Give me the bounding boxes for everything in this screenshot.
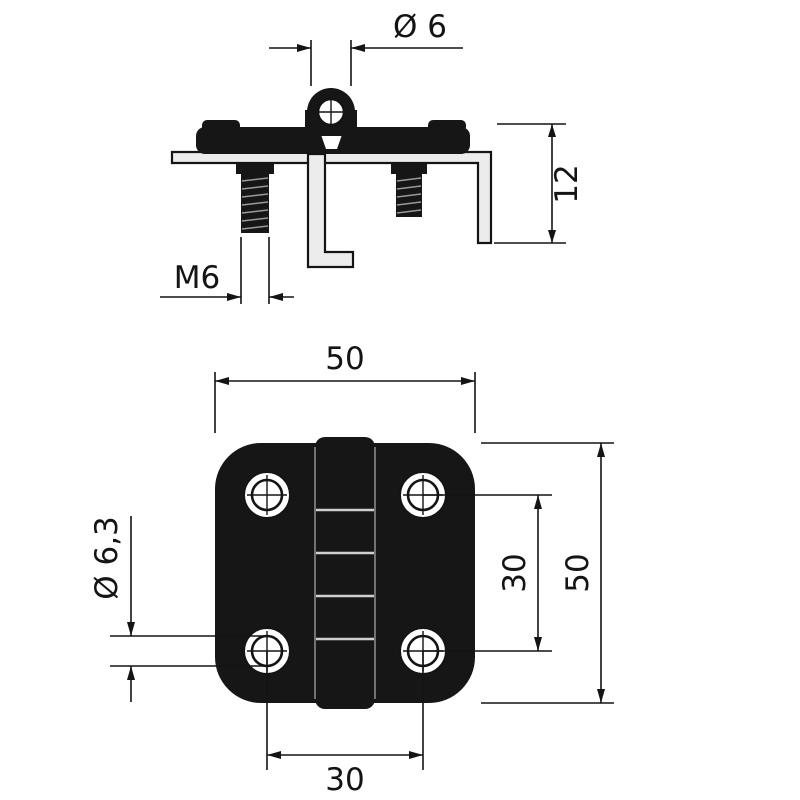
dim-hole-spacing-horizontal-label: 30 [325,762,364,798]
dim-height-label: 50 [560,553,596,592]
dim-thread-label: M6 [174,260,220,296]
dim-height: 50 [481,442,614,704]
dim-height-lines [481,442,614,704]
dim-hole-diameter-arrow-top [127,622,135,636]
dim-hole-spacing-vertical-label: 30 [497,553,533,592]
dim-thread-lines [160,237,294,304]
dim-thread-arrow-right [269,293,283,301]
dim-height-arrow-top [597,443,605,457]
dim-width-label: 50 [325,341,364,377]
dim-hole-spacing-vertical: 30 [423,494,552,652]
dim-thread-arrow-left [227,293,241,301]
dim-bracket-height-label: 12 [549,164,585,203]
front-bracket-z [306,152,355,269]
dim-hole-spacing-horizontal: 30 [266,651,424,798]
dim-hole-spacing-vertical-lines [423,494,552,652]
front-screw-left [236,163,274,233]
front-leaf-bump-left [202,120,240,132]
hole-centermark [247,475,287,515]
screw-shank [396,163,422,217]
plan-knuckle-barrel [315,437,375,709]
plan-barrel-edges [314,447,376,699]
mounting-hole-top-left [243,471,291,519]
dim-pin-diameter-label: Ø 6 [393,9,447,45]
plan-knuckle-gaps [316,508,374,641]
screw-shank [241,163,269,233]
dim-width: 50 [214,341,476,433]
dim-hole-diameter-label: Ø 6,3 [89,516,125,600]
dim-height-arrow-bottom [597,689,605,703]
dim-hole-diameter: Ø 6,3 [89,516,270,702]
front-leaf-bump-right [428,120,466,132]
dim-bracket-height: 12 [494,123,585,244]
dim-hole-spacing-vertical-arrow-top [534,495,542,509]
dim-hole-spacing-vertical-arrow-bottom [534,637,542,651]
dim-width-arrow-left [215,377,229,385]
dim-pin-diameter-lines [269,40,463,86]
dim-bracket-height-arrow-bottom [548,230,556,243]
front-bracket-l [170,150,493,245]
dim-hole-spacing-horizontal-lines [266,651,424,770]
dim-hole-diameter-lines [110,516,270,702]
dim-thread: M6 [160,237,294,304]
dim-width-lines [214,372,476,433]
dim-hole-spacing-horizontal-arrow-right [409,751,423,759]
dim-hole-spacing-horizontal-arrow-left [267,751,281,759]
dim-bracket-height-arrow-top [548,124,556,137]
front-view: Ø 6 12 M6 [160,9,585,304]
dim-pin-diameter-arrow-left [297,44,311,52]
screw-threads [241,177,269,230]
dim-hole-diameter-arrow-bottom [127,666,135,680]
front-screw-right [391,163,427,217]
screw-threads [396,177,422,214]
dim-width-arrow-right [461,377,475,385]
plan-view: 50 50 30 30 Ø 6,3 [89,341,614,798]
dim-bracket-height-lines [494,123,566,244]
dim-pin-diameter: Ø 6 [269,9,463,86]
front-pin-centermark [314,95,348,129]
dim-pin-diameter-arrow-right [351,44,365,52]
